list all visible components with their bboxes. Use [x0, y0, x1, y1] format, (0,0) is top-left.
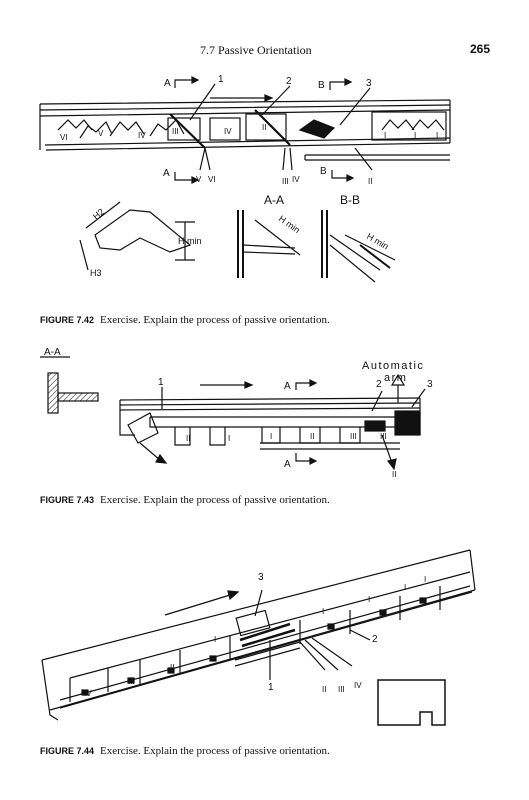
exit-label: III	[338, 685, 345, 694]
dimension-hmin-b: H min	[365, 231, 390, 251]
callout-3: 3	[427, 379, 433, 390]
exit-label: VI	[208, 175, 216, 184]
section-title-b-b: B-B	[340, 193, 360, 207]
callout-2: 2	[376, 379, 382, 390]
part-label: II	[310, 432, 314, 441]
section-mark-a-bottom: A	[163, 168, 170, 179]
exit-label: IV	[354, 681, 362, 690]
part-label: I	[424, 575, 426, 584]
callout-2: 2	[372, 634, 378, 645]
part-label: I	[228, 434, 230, 443]
running-header: 7.7 Passive Orientation	[200, 43, 312, 57]
part-label: I	[384, 131, 386, 140]
dimension-h3: H3	[90, 268, 102, 278]
part-label: I	[436, 131, 438, 140]
section-mark-b-bottom: B	[320, 166, 327, 177]
callout-1: 1	[218, 74, 224, 85]
part-label: I	[414, 131, 416, 140]
dimension-hmin: H min	[178, 236, 202, 246]
caption-text: Exercise. Explain the process of passive…	[100, 314, 330, 326]
dimension-h2: H2	[91, 206, 106, 221]
exit-label: IV	[292, 175, 300, 184]
section-title-a-a: A-A	[44, 347, 61, 358]
section-mark-a-bottom: A	[284, 459, 291, 470]
exit-label: V	[196, 175, 202, 184]
part-label: I	[270, 432, 272, 441]
part-label: II	[170, 663, 174, 672]
part-label: III	[128, 677, 135, 686]
arm-label-line1: Automatic	[362, 360, 424, 372]
caption-text: Exercise. Explain the process of passive…	[100, 745, 330, 757]
section-mark-b-top: B	[318, 80, 325, 91]
callout-1: 1	[268, 682, 274, 693]
part-label: III	[172, 127, 179, 136]
part-label: IV	[138, 131, 146, 140]
figure-7-42: 1 2 3 A A B B A-A B-B VI V IV III IV II …	[39, 74, 451, 283]
caption-text: Exercise. Explain the process of passive…	[100, 494, 330, 506]
arm-label-line2: arm	[384, 372, 407, 384]
part-label: I	[404, 583, 406, 592]
part-label: IV	[224, 127, 232, 136]
page-number: 265	[470, 42, 491, 56]
part-label: I	[368, 595, 370, 604]
figure-7-43: A-A Automatic arm 1 2 3 A A II I I II II…	[40, 347, 433, 479]
caption-label: FIGURE 7.44	[40, 746, 95, 756]
dimension-hmin-a: H min	[277, 213, 302, 235]
section-mark-a-top: A	[164, 78, 171, 89]
section-mark-a-top: A	[284, 381, 291, 392]
part-label: I	[214, 635, 216, 644]
part-label: II	[186, 434, 190, 443]
caption-7-44: FIGURE 7.44 Exercise. Explain the process…	[40, 745, 330, 757]
inset-box	[377, 679, 446, 726]
callout-2: 2	[286, 76, 292, 87]
part-label: III	[380, 432, 387, 441]
part-label: IV	[84, 689, 92, 698]
part-label: III	[350, 432, 357, 441]
exit-label: III	[282, 177, 289, 186]
caption-7-42: FIGURE 7.42 Exercise. Explain the process…	[40, 314, 330, 326]
callout-3: 3	[258, 572, 264, 583]
figure-7-44: 3 2 1 IV III II I I I I I II III IV	[41, 549, 476, 726]
section-title-a-a: A-A	[264, 193, 284, 207]
part-label: II	[262, 123, 266, 132]
exit-label: II	[368, 177, 372, 186]
part-label: I	[322, 607, 324, 616]
exit-label: II	[392, 470, 396, 479]
caption-7-43: FIGURE 7.43 Exercise. Explain the process…	[40, 494, 330, 506]
part-label: V	[98, 129, 104, 138]
callout-3: 3	[366, 78, 372, 89]
callout-1: 1	[158, 377, 164, 388]
part-label: VI	[60, 133, 68, 142]
exit-label: II	[322, 685, 326, 694]
caption-label: FIGURE 7.42	[40, 315, 95, 325]
caption-label: FIGURE 7.43	[40, 495, 95, 505]
